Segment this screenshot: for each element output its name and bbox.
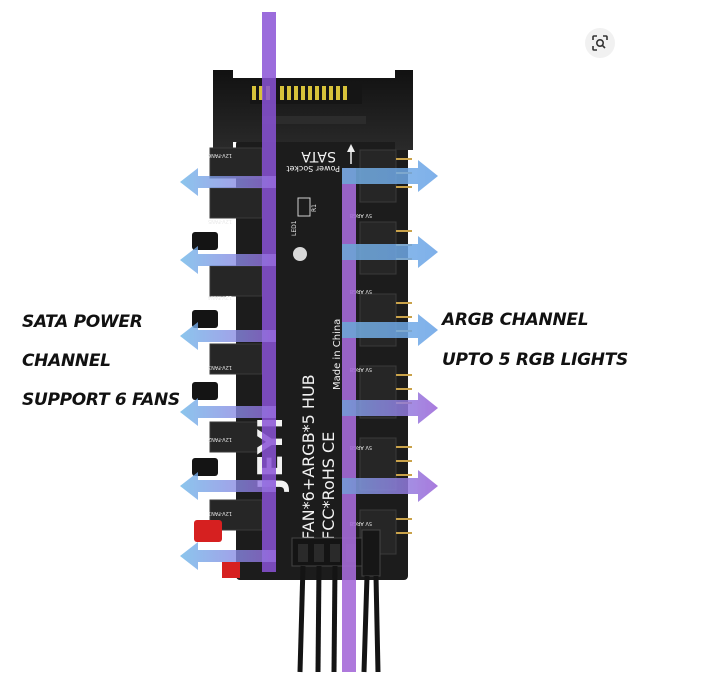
fan-label-4: 12V-FAN4 (208, 294, 232, 300)
led-label: LED1 (291, 220, 298, 236)
left-caption-line-3: SUPPORT 6 FANS (22, 390, 180, 410)
argb-label-5: 5V ARGB (349, 520, 372, 526)
right-caption-line-2: UPTO 5 RGB LIGHTS (442, 350, 628, 370)
origin-text: Made in China (332, 319, 343, 390)
argb-flow (342, 160, 438, 672)
fan-header-labels: 12V-FAN6 12V-FAN5 12V-FAN4 12V-FAN3 12V-… (208, 152, 232, 516)
model-text: FAN*6+ARGB*5 HUB (299, 374, 318, 540)
fan-label-1: 12V-FAN1 (208, 510, 232, 516)
left-caption-line-2: CHANNEL (22, 351, 111, 371)
image-search-icon (592, 35, 608, 51)
argb-header-labels: 5V ARGB 5V ARGB 5V ARGB 5V ARGB 5V ARGB (349, 212, 372, 526)
led (293, 247, 307, 261)
fan-label-2: 12V-FAN2 (208, 436, 232, 442)
fan-headers (192, 147, 263, 578)
fan-label-3: 12V-FAN3 (208, 364, 232, 370)
argb-label-3: 5V ARGB (349, 366, 372, 372)
argb-label-2: 5V ARGB (349, 288, 372, 294)
up-arrow-marking (347, 144, 355, 164)
cables (297, 565, 381, 673)
left-caption-line-1: SATA POWER (22, 312, 143, 332)
fan-label-6: 12V-FAN6 (208, 152, 232, 158)
argb-label-1: 5V ARGB (349, 212, 372, 218)
power-socket-label: Power Socket (286, 164, 340, 173)
sata-label: SATA (301, 148, 336, 164)
right-caption-line-1: ARGB CHANNEL (442, 310, 589, 330)
sata-connector (213, 70, 413, 150)
image-search-button[interactable] (585, 28, 615, 58)
fan-flow-arrows (180, 168, 276, 570)
r1-label: R1 (311, 204, 318, 212)
argb-label-4: 5V ARGB (349, 444, 372, 450)
cert-text: FCC*RoHS CE (319, 432, 338, 540)
fan-label-5: 12V-FAN5 (208, 218, 232, 224)
power-flow-line (262, 12, 276, 572)
